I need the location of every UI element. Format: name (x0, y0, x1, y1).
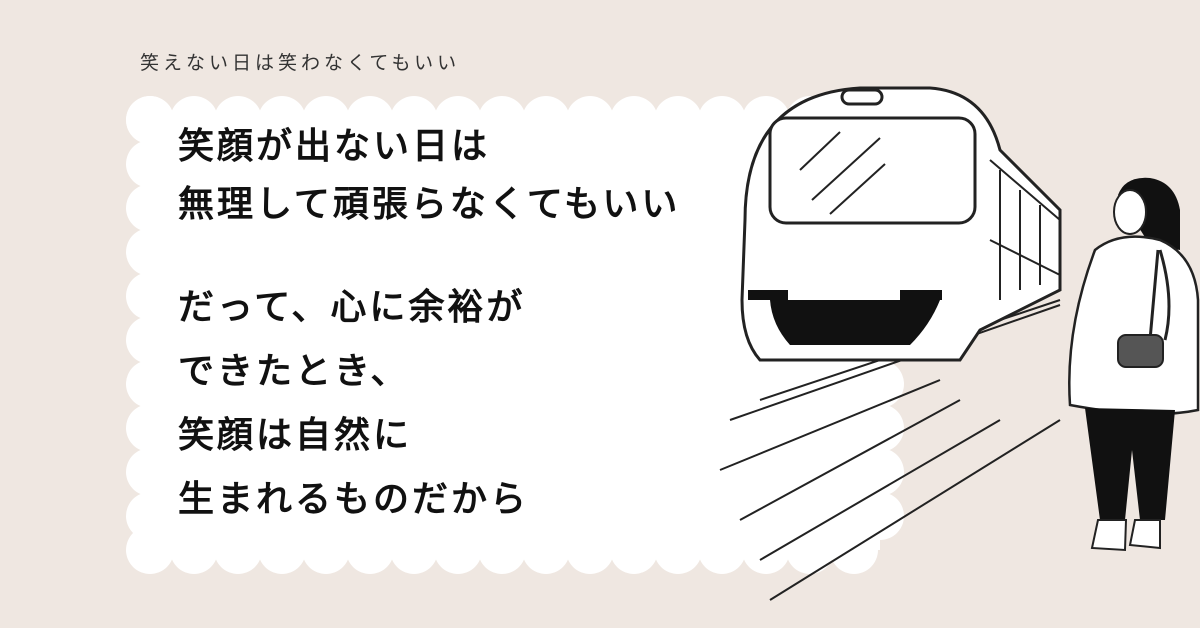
windshield-reflections (799, 131, 886, 215)
message-text: 笑顔が出ない日は 無理して頑張らなくてもいい だって、心に余裕が できたとき、 … (178, 118, 680, 532)
body-line-2: できたとき、 (178, 351, 410, 392)
body-line-3: 笑顔は自然に (178, 415, 413, 456)
train-body (740, 86, 1062, 362)
heading-line-2: 無理して頑張らなくてもいい (178, 184, 681, 225)
body-line-4: 生まれるものだから (178, 479, 530, 520)
train-front (748, 290, 942, 345)
heading-line-1: 笑顔が出ない日は (178, 126, 491, 167)
subtitle: 笑えない日は笑わなくてもいい (140, 52, 461, 74)
woman-figure (1068, 177, 1200, 552)
body-line-1: だって、心に余裕が (178, 287, 526, 328)
